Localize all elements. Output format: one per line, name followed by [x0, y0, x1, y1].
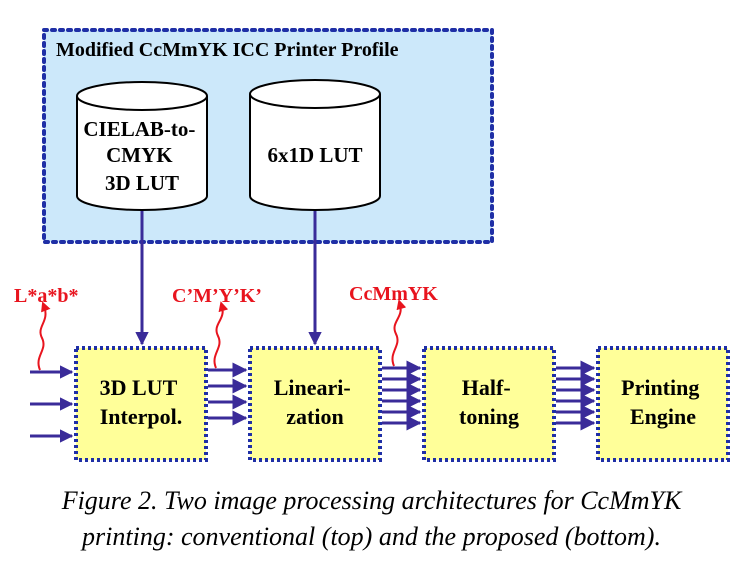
svg-text:Printing Engine: Printing Engine — [621, 375, 705, 429]
signal-cmyk-prime-label: C’M’Y’K’ — [172, 285, 262, 307]
block-linearization-line-2: zation — [286, 404, 343, 429]
svg-text:Half- toning: Half- toning — [459, 375, 519, 429]
figure-caption-line-1: Figure 2. Two image processing architect… — [61, 486, 682, 515]
database-3d-lut-line-1: CIELAB-to- — [83, 117, 195, 141]
figure-caption-line-2: printing: conventional (top) and the pro… — [82, 522, 661, 551]
svg-text:Lineari- zation: Lineari- zation — [274, 375, 357, 429]
arrows-cmyk-prime — [208, 362, 248, 426]
block-printing-engine: Printing Engine — [596, 346, 730, 462]
block-printing-engine-line-1: Printing — [621, 375, 699, 400]
svg-text:3D LUT Interpol.: 3D LUT Interpol. — [100, 375, 183, 429]
arrows-ccmmyk — [382, 360, 422, 431]
profile-title: Modified CcMmYK ICC Printer Profile — [56, 39, 399, 61]
block-linearization: Lineari- zation — [248, 346, 382, 462]
block-3d-lut-interpolation-line-1: 3D LUT — [100, 375, 178, 400]
database-3d-lut-line-2: CMYK — [106, 143, 173, 167]
block-3d-lut-interpolation-line-2: Interpol. — [100, 404, 183, 429]
block-linearization-line-1: Lineari- — [274, 375, 351, 400]
block-3d-lut-interpolation: 3D LUT Interpol. — [74, 346, 208, 462]
block-printing-engine-line-2: Engine — [630, 404, 696, 429]
database-3d-lut: CIELAB-to- CMYK 3D LUT — [76, 81, 208, 211]
signal-ccmmyk-label: CcMmYK — [349, 283, 438, 305]
block-halftoning-line-1: Half- — [462, 375, 511, 400]
input-arrows-lab — [30, 365, 74, 443]
signal-ccmmyk: CcMmYK — [349, 283, 438, 367]
block-halftoning: Half- toning — [422, 346, 556, 462]
arrows-halftoned — [556, 360, 596, 431]
signal-cmyk-prime: C’M’Y’K’ — [172, 285, 262, 369]
database-6x1d-lut-label: 6x1D LUT — [267, 143, 362, 167]
signal-lab-label: L*a*b* — [14, 285, 78, 307]
database-6x1d-lut: 6x1D LUT — [249, 79, 381, 211]
signal-lab: L*a*b* — [14, 285, 78, 371]
svg-text:CIELAB-to- CMYK 3D: CIELAB-to- CMYK 3D LUT — [83, 117, 200, 195]
block-halftoning-line-2: toning — [459, 404, 519, 429]
database-3d-lut-line-3: 3D LUT — [105, 171, 179, 195]
